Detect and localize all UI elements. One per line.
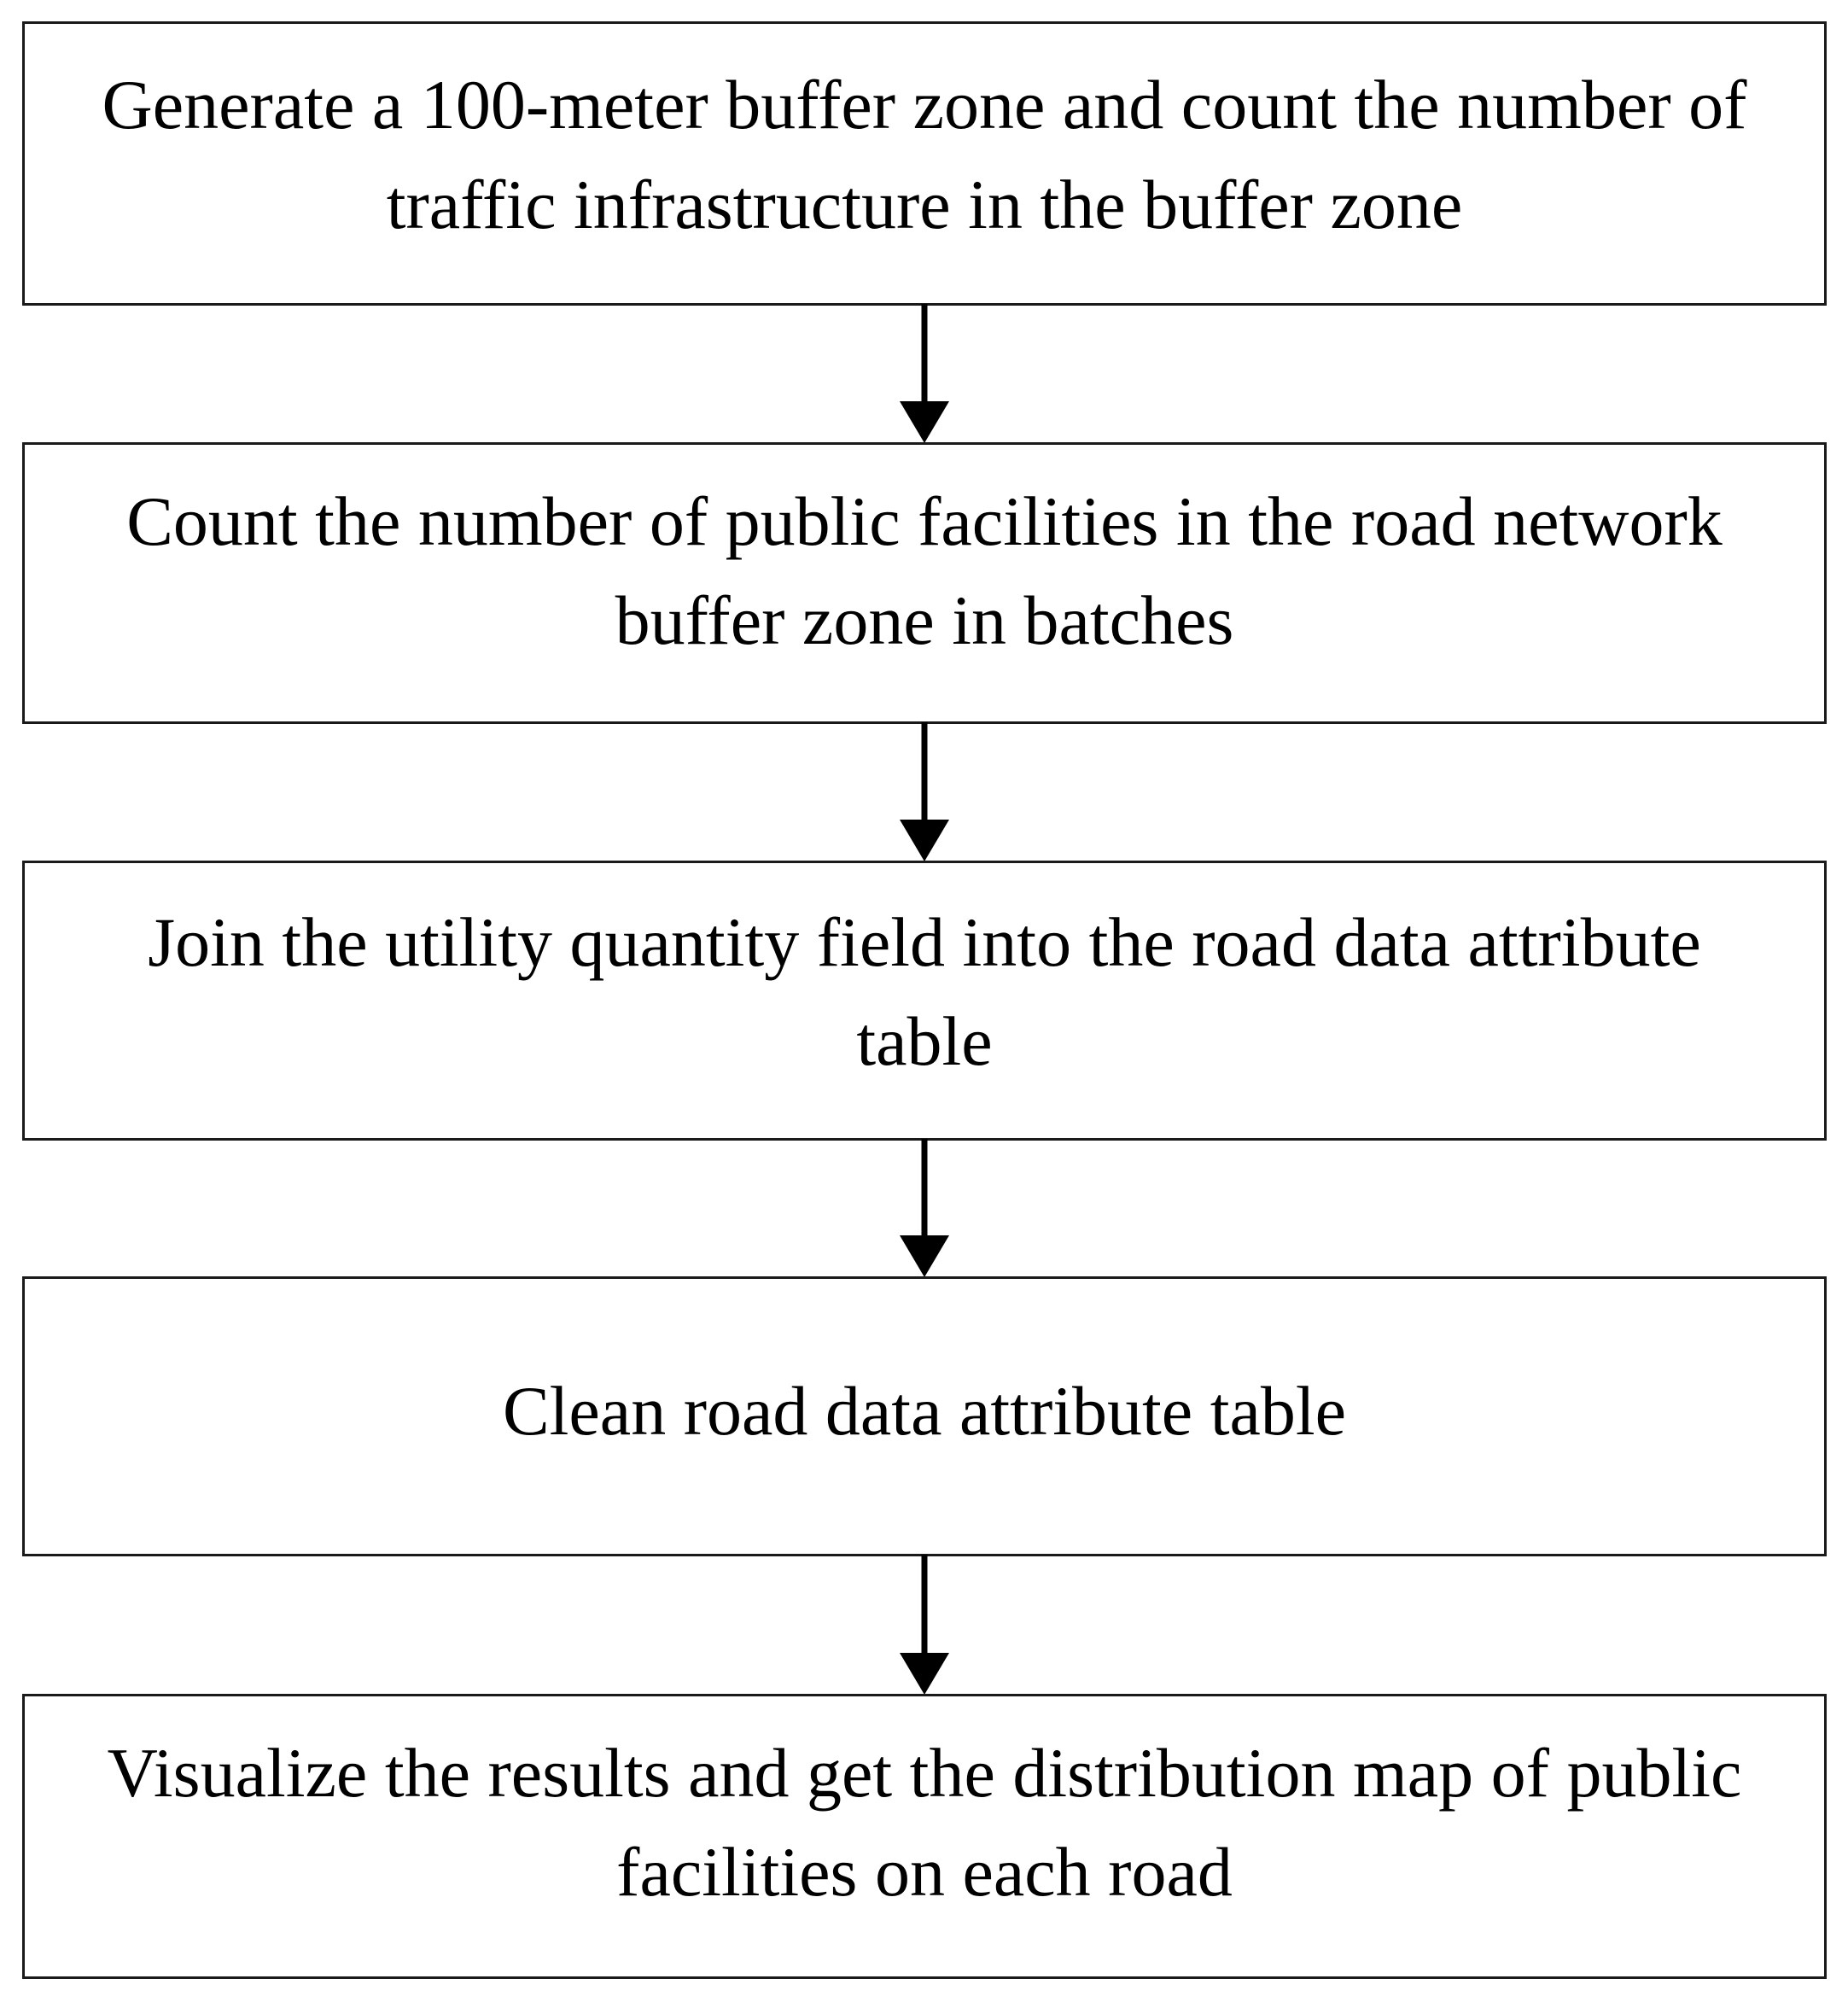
flowchart-node-1: Generate a 100-meter buffer zone and cou… xyxy=(22,21,1827,306)
down-arrow-icon xyxy=(900,722,949,861)
flowchart-node-5: Visualize the results and get the distri… xyxy=(22,1694,1827,1979)
flowchart-connector-4-to-5 xyxy=(899,1555,950,1696)
flowchart-node-4: Clean road data attribute table xyxy=(22,1276,1827,1556)
flowchart-connector-2-to-3 xyxy=(899,722,950,862)
flowchart-node-5-label: Visualize the results and get the distri… xyxy=(107,1733,1742,1911)
flowchart-connector-1-to-2 xyxy=(899,304,950,444)
down-arrow-icon xyxy=(900,1555,949,1695)
flowchart-node-2: Count the number of public facilities in… xyxy=(22,442,1827,724)
flowchart-node-2-label: Count the number of public facilities in… xyxy=(126,482,1723,659)
flowchart-node-3-label: Join the utility quantity field into the… xyxy=(148,902,1701,1080)
flowchart-connector-3-to-4 xyxy=(899,1139,950,1278)
down-arrow-icon xyxy=(900,1139,949,1277)
flowchart-node-4-label: Clean road data attribute table xyxy=(502,1371,1347,1450)
down-arrow-icon xyxy=(900,304,949,443)
flowchart-node-3: Join the utility quantity field into the… xyxy=(22,861,1827,1141)
flowchart-node-1-label: Generate a 100-meter buffer zone and cou… xyxy=(102,66,1747,243)
